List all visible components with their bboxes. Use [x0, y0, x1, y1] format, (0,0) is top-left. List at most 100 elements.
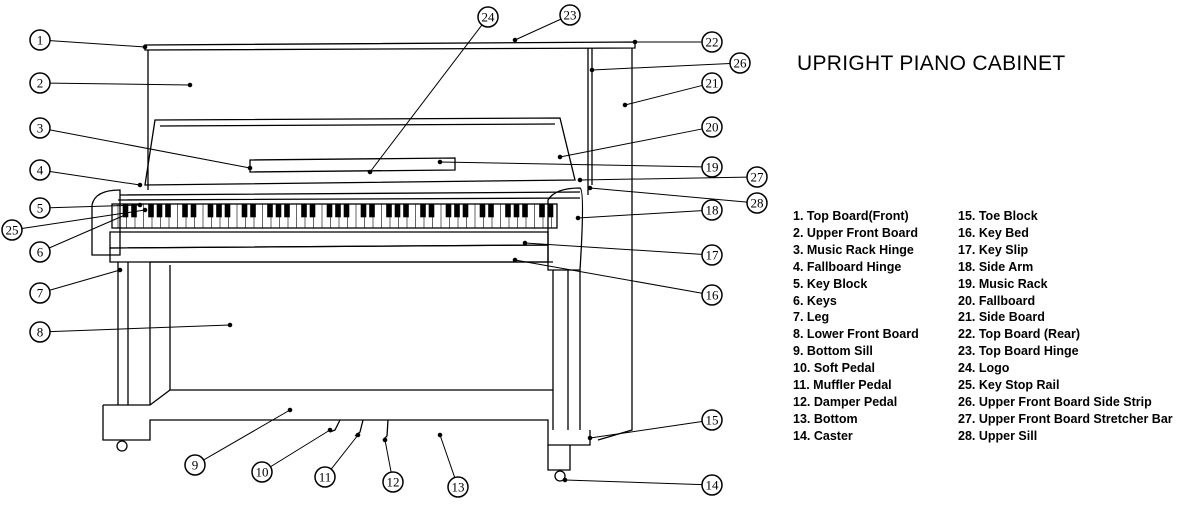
leader-line: [577, 210, 703, 219]
side-arm-left: [91, 189, 121, 256]
black-key: [216, 203, 222, 218]
callout-circle: [29, 72, 51, 94]
legend-item: 12. Damper Pedal: [793, 394, 898, 409]
black-key: [301, 203, 307, 218]
black-key: [241, 203, 248, 218]
callout-23: 23: [512, 4, 581, 43]
leader-line: [514, 259, 703, 294]
callout-number: 12: [387, 475, 400, 490]
callout-number: 15: [706, 413, 719, 428]
legend-item: 5. Key Block: [793, 276, 868, 291]
callout-circle: [251, 461, 273, 483]
leader-dot: [587, 185, 593, 191]
callout-circle: [184, 454, 206, 476]
callout-number: 16: [706, 288, 720, 303]
callout-number: 21: [706, 76, 719, 91]
leader-dot: [117, 267, 123, 273]
caster-left: [116, 440, 128, 452]
key-bed: [109, 244, 549, 263]
callout-number: 19: [706, 160, 719, 175]
black-key: [343, 203, 350, 218]
callout-22: 22: [632, 31, 723, 53]
callout-4: 4: [29, 159, 143, 188]
legend-item: 20. Fallboard: [958, 293, 1036, 308]
legend-item: 25. Key Stop Rail: [958, 378, 1060, 393]
black-key: [428, 203, 435, 218]
callout-2: 2: [29, 72, 193, 94]
leader-line: [49, 324, 231, 333]
black-key: [454, 203, 460, 218]
black-key: [403, 203, 409, 218]
legend-item: 6. Keys: [793, 293, 837, 308]
callout-6: 6: [29, 212, 128, 263]
leader-line: [203, 409, 291, 461]
legend-item: 3. Music Rack Hinge: [793, 242, 914, 257]
leader-line: [579, 176, 748, 181]
black-key: [539, 203, 545, 218]
legend-item: 18. Side Arm: [958, 259, 1034, 274]
piano-drawing: [91, 41, 636, 482]
legend-item: 2. Upper Front Board: [793, 225, 919, 240]
leader-dot: [437, 432, 443, 438]
leader-line: [439, 161, 703, 168]
leg-right: [552, 270, 581, 430]
legend-item: 4. Fallboard Hinge: [793, 259, 902, 274]
leader-line: [49, 82, 191, 86]
callout-circle: [701, 284, 723, 306]
callout-12: 12: [382, 437, 404, 493]
callout-circle: [729, 52, 751, 74]
leader-line: [49, 40, 146, 48]
black-key: [309, 203, 316, 218]
black-key: [148, 203, 154, 218]
callout-number: 27: [751, 170, 765, 185]
leader-dot: [522, 240, 528, 246]
callout-1: 1: [29, 29, 148, 51]
legend-item: 21. Side Board: [958, 310, 1045, 325]
legend-item: 13. Bottom: [793, 411, 858, 426]
callout-number: 20: [706, 120, 719, 135]
leader-line: [524, 242, 703, 255]
callout-circle: [701, 199, 723, 221]
callout-number: 26: [734, 56, 748, 71]
leader-dot: [122, 212, 128, 218]
leader-line: [591, 62, 731, 71]
callout-circle: [29, 321, 51, 343]
diagram-title: UPRIGHT PIANO CABINET: [797, 52, 1066, 75]
black-key: [445, 203, 452, 218]
black-key: [335, 203, 341, 218]
callout-number: 1: [37, 33, 44, 48]
leader-dot: [589, 67, 595, 73]
callout-28: 28: [587, 185, 768, 214]
fallboard: [144, 117, 576, 186]
black-key: [547, 203, 554, 218]
legend-item: 19. Music Rack: [958, 276, 1048, 291]
callout-5: 5: [29, 197, 143, 219]
leader-dot: [622, 102, 628, 108]
callout-circle: [29, 159, 51, 181]
callout-circle: [29, 197, 51, 219]
bottom-sill: [102, 389, 591, 446]
caster-right: [554, 470, 566, 482]
black-key: [394, 203, 401, 218]
leader-line: [514, 18, 562, 41]
callout-number: 22: [706, 35, 719, 50]
legend-item: 1. Top Board(Front): [793, 209, 909, 223]
callout-10: 10: [251, 427, 333, 483]
callout-circle: [746, 166, 768, 188]
callout-number: 10: [256, 465, 269, 480]
leader-dot: [382, 437, 388, 443]
callout-9: 9: [184, 407, 293, 476]
leader-line: [330, 434, 359, 470]
legend-item: 14. Caster: [793, 428, 853, 443]
callout-circle: [447, 476, 469, 498]
leader-line: [589, 187, 748, 203]
callout-circle: [29, 29, 51, 51]
leader-line: [384, 439, 392, 473]
leader-dot: [227, 322, 233, 328]
black-key: [462, 203, 469, 218]
callout-16: 16: [512, 257, 723, 306]
callout-circle: [29, 241, 51, 263]
callout-14: 14: [562, 474, 723, 496]
callout-circle: [701, 156, 723, 178]
